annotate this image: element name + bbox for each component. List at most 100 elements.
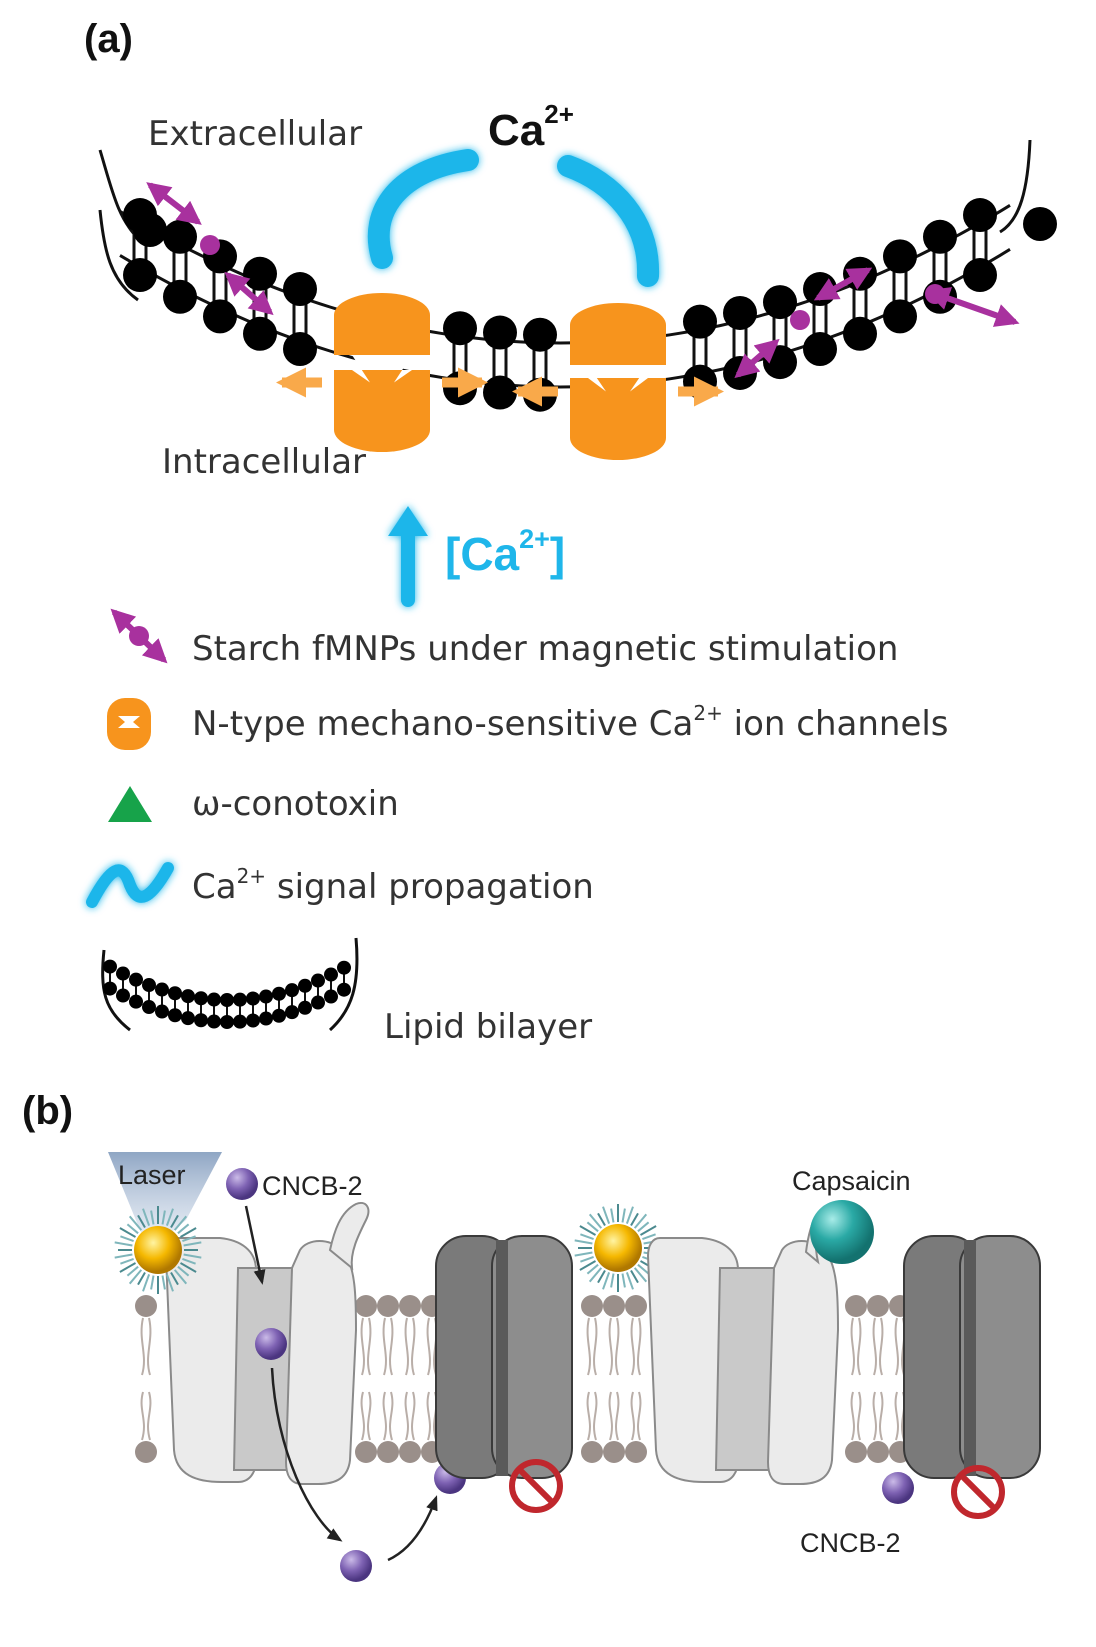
bilayer-icon-head [116, 988, 130, 1003]
lipid-head [283, 332, 317, 367]
bilayer-icon-head [168, 986, 182, 1001]
membrane-tail [140, 1317, 145, 1376]
lipid-head [243, 316, 277, 351]
membrane-head [377, 1441, 399, 1463]
cncb2-entry-arrow [244, 1205, 266, 1285]
legend: Starch fMNPs under magnetic stimulation … [86, 608, 949, 1047]
membrane-tail [879, 1317, 884, 1376]
gnp-ligand [625, 1206, 634, 1224]
membrane-head [845, 1295, 867, 1317]
lipid-head [283, 272, 317, 307]
membrane-tail [630, 1391, 635, 1441]
membrane-tail [389, 1391, 394, 1441]
lipid-head [723, 295, 757, 330]
ca-signal-arcs [367, 149, 660, 287]
legend-fmnp-text: Starch fMNPs under magnetic stimulation [192, 629, 898, 669]
gnp-ligand [150, 1210, 155, 1225]
membrane-tail [382, 1391, 387, 1441]
channel-pore [352, 355, 412, 383]
no-entry-icon [951, 1465, 1005, 1519]
bilayer-icon-head [285, 983, 299, 998]
bilayer-icon-head [129, 994, 143, 1009]
gnp-ligand [137, 1214, 146, 1229]
bilayer-icon-head [259, 989, 273, 1004]
gnp-ligand [574, 1251, 593, 1257]
gnp-core [594, 1224, 642, 1272]
membrane-tail [586, 1391, 591, 1441]
lipid-head [443, 311, 477, 346]
bilayer-icon-head [337, 960, 351, 975]
bilayer-icon-head [129, 972, 143, 987]
bilayer-icon-head [337, 982, 351, 997]
membrane-tail [872, 1391, 877, 1441]
bilayer-icon-head [181, 989, 195, 1004]
lipid-head [483, 375, 517, 410]
lipid-head [843, 316, 877, 351]
fmnp-particle [790, 310, 810, 330]
lipid-head [163, 219, 197, 254]
membrane-head [135, 1441, 157, 1463]
membrane-tail [615, 1391, 620, 1441]
gnp-ligand [165, 1274, 174, 1292]
laser-label: Laser [118, 1160, 186, 1190]
gnp-ligand [642, 1233, 656, 1241]
membrane-tail [637, 1391, 642, 1441]
channel-body-bottom [334, 370, 430, 430]
bilayer-icon-head [142, 978, 156, 993]
bilayer-icon-head [233, 1014, 247, 1029]
membrane-tail [850, 1317, 855, 1376]
bilayer-icon-head [324, 967, 338, 982]
lipid-head [523, 317, 557, 352]
gnp-ligand [182, 1257, 196, 1265]
membrane-head [625, 1295, 647, 1317]
membrane-tail [857, 1317, 862, 1376]
conotoxin-triangle-icon [108, 786, 152, 822]
fmnp-particle [925, 284, 945, 304]
bilayer-icon-head [285, 1005, 299, 1020]
gnp-ligand [640, 1225, 657, 1236]
gnp-ligand [165, 1208, 174, 1226]
gnp-ligand [610, 1208, 615, 1223]
bilayer-icon-head [155, 1004, 169, 1019]
membrane-tail [367, 1391, 372, 1441]
gnp-ligand [119, 1227, 136, 1238]
membrane-tail [593, 1391, 598, 1441]
membrane-head [399, 1295, 421, 1317]
membrane-head [845, 1441, 867, 1463]
gnp-ligand [137, 1271, 146, 1286]
ca-concentration-label: [Ca2+] [445, 524, 565, 580]
fmnp-group [146, 182, 1020, 379]
membrane-tail [389, 1317, 394, 1376]
cncb2-molecule-inside [255, 1328, 287, 1360]
bilayer-edge-line [98, 209, 139, 302]
gnp-ligand [588, 1213, 603, 1229]
membrane-head [355, 1441, 377, 1463]
bilayer-icon-head [168, 1008, 182, 1023]
gnp-ligand [586, 1263, 599, 1275]
bilayer-icon-head [272, 986, 286, 1001]
bilayer-icon-head [311, 973, 325, 988]
intracellular-label: Intracellular [162, 442, 366, 482]
membrane-tail [411, 1391, 416, 1441]
membrane-tail [586, 1317, 591, 1376]
gnp-ligand [579, 1225, 596, 1236]
membrane-tail [360, 1391, 365, 1441]
membrane-head [867, 1441, 889, 1463]
gnp-ligand [574, 1239, 593, 1245]
channel-body-top [334, 315, 430, 355]
ca-ion-label: Ca2+ [488, 99, 574, 155]
membrane-tail [140, 1391, 145, 1441]
bilayer-icon-head [220, 1014, 234, 1029]
laser-icon [108, 1152, 222, 1250]
lipid-head [203, 299, 237, 334]
lipid-head [683, 304, 717, 339]
fmnp-arrow [813, 267, 873, 301]
lipid-head [963, 198, 997, 233]
cncb2-top-label: CNCB-2 [262, 1171, 363, 1201]
gnp-ligand [173, 1215, 188, 1231]
gnp-ligand [120, 1257, 134, 1265]
membrane-head [581, 1295, 603, 1317]
lipid-head [1023, 207, 1057, 241]
membrane-tail [857, 1391, 862, 1441]
